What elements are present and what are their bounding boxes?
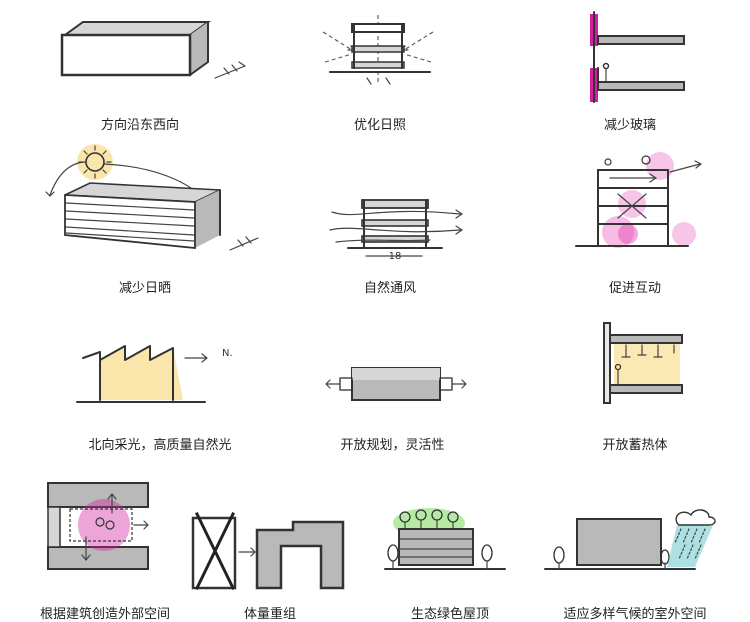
strategy-optimized-sunlight: 优化日照 <box>290 10 470 135</box>
green-roof-sketch <box>385 505 515 590</box>
strategy-label: 开放规划，灵活性 <box>310 434 475 453</box>
strategy-label: 生态绿色屋顶 <box>385 603 515 622</box>
strategy-volume-recomposition: 体量重组 <box>185 510 355 621</box>
east-west-bar-sketch <box>40 10 240 110</box>
sun-shading-section-sketch <box>290 10 470 110</box>
strategy-climate-adaptive-outdoor-space: 适应多样气候的室外空间 <box>545 505 725 621</box>
strategy-natural-ventilation: 18 自然通风 <box>310 190 470 298</box>
thermal-mass-section-sketch <box>570 315 700 415</box>
strategy-label: 自然通风 <box>310 277 470 296</box>
strategy-green-roof: 生态绿色屋顶 <box>385 505 515 621</box>
strategy-building-defined-outdoor-space: 根据建筑创造外部空间 <box>20 475 190 621</box>
volume-recomposition-sketch <box>185 510 355 590</box>
strategy-label: 减少玻璃 <box>560 114 700 133</box>
north-arrow-icon <box>230 238 258 250</box>
strategy-label: 优化日照 <box>290 114 470 133</box>
sawtooth-roof-sketch <box>55 330 265 420</box>
strategy-label: 开放蓄热体 <box>570 434 700 453</box>
north-marker: N. <box>222 348 233 359</box>
north-arrow-icon <box>215 66 245 78</box>
strategy-reduced-solar-exposure: 减少日晒 <box>30 140 260 298</box>
strategy-label: 减少日晒 <box>30 277 260 296</box>
strategy-promote-interaction: 促进互动 <box>560 150 710 298</box>
solar-path-bar-sketch <box>30 140 260 265</box>
strategy-label: 体量重组 <box>185 603 355 622</box>
strategy-reduced-glass: 减少玻璃 <box>560 10 700 135</box>
strategy-open-plan-flexibility: 开放规划，灵活性 <box>310 340 475 455</box>
cloud-icon <box>676 510 715 525</box>
courtyard-plan-sketch <box>20 475 190 585</box>
glass-reduction-section-sketch <box>560 10 700 110</box>
interaction-section-sketch <box>560 150 710 270</box>
open-plan-block-sketch <box>310 340 475 420</box>
climate-adaptive-space-sketch <box>545 505 725 590</box>
strategy-open-thermal-mass: 开放蓄热体 <box>570 315 700 455</box>
strategy-east-west-orientation: 方向沿东西向 <box>40 10 240 135</box>
strategy-label: 北向采光，高质量自然光 <box>45 434 276 453</box>
dimension-label: 18 <box>310 251 480 262</box>
strategy-north-light: N. 北向采光，高质量自然光 <box>55 330 265 455</box>
strategy-label: 方向沿东西向 <box>40 114 240 133</box>
strategy-label: 根据建筑创造外部空间 <box>20 603 190 622</box>
strategy-label: 适应多样气候的室外空间 <box>545 603 725 622</box>
strategy-label: 促进互动 <box>560 277 710 296</box>
